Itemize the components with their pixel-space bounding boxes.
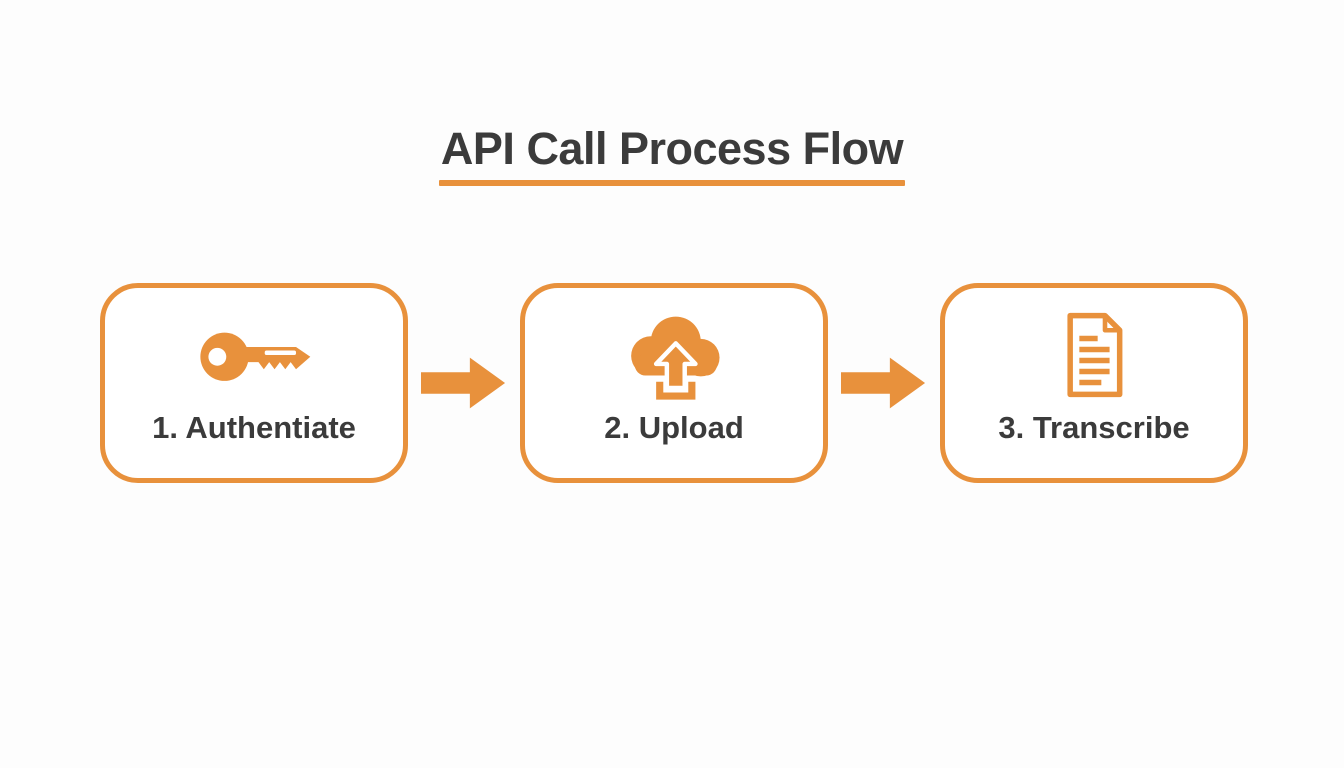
arrow-right-icon (841, 357, 926, 409)
step-box-upload: 2. Upload (520, 283, 828, 483)
process-flow-row: 1. Authentiate 2. Upload (100, 283, 1248, 483)
step-label-upload: 2. Upload (604, 410, 744, 445)
page-title: API Call Process Flow (440, 123, 904, 174)
cloud-upload-icon (624, 304, 724, 406)
step-label-authenticate: 1. Authentiate (152, 410, 356, 445)
key-icon (195, 304, 313, 406)
document-icon (1057, 304, 1131, 406)
arrow-right-icon (421, 357, 506, 409)
step-box-authenticate: 1. Authentiate (100, 283, 408, 483)
step-box-transcribe: 3. Transcribe (940, 283, 1248, 483)
title-block: API Call Process Flow (0, 124, 1344, 186)
step-label-transcribe: 3. Transcribe (998, 410, 1190, 445)
title-underline (439, 179, 905, 186)
